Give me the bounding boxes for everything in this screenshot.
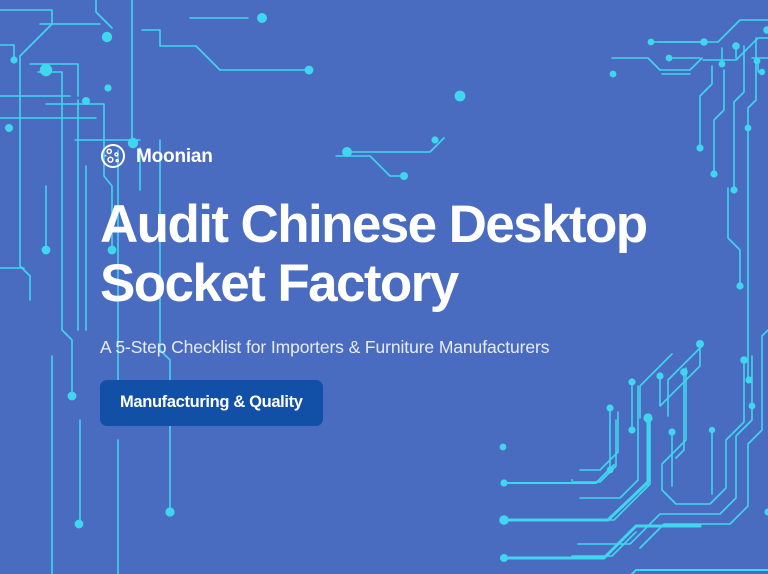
page-title: Audit Chinese Desktop Socket Factory <box>100 195 720 314</box>
hero-content: Moonian Audit Chinese Desktop Socket Fac… <box>100 140 720 426</box>
page-title-line-2: Socket Factory <box>100 254 459 314</box>
page-subtitle: A 5-Step Checklist for Importers & Furni… <box>100 336 550 357</box>
page-title-line-1: Audit Chinese Desktop <box>100 195 648 254</box>
bottom-bus-circuit <box>571 419 637 557</box>
brand-name: Moonian <box>136 145 213 167</box>
badge-row: Manufacturing & Quality <box>100 380 720 426</box>
brand-logo[interactable]: Moonian <box>100 140 720 172</box>
moon-crater-icon <box>101 144 125 168</box>
category-badge[interactable]: Manufacturing & Quality <box>100 380 323 426</box>
